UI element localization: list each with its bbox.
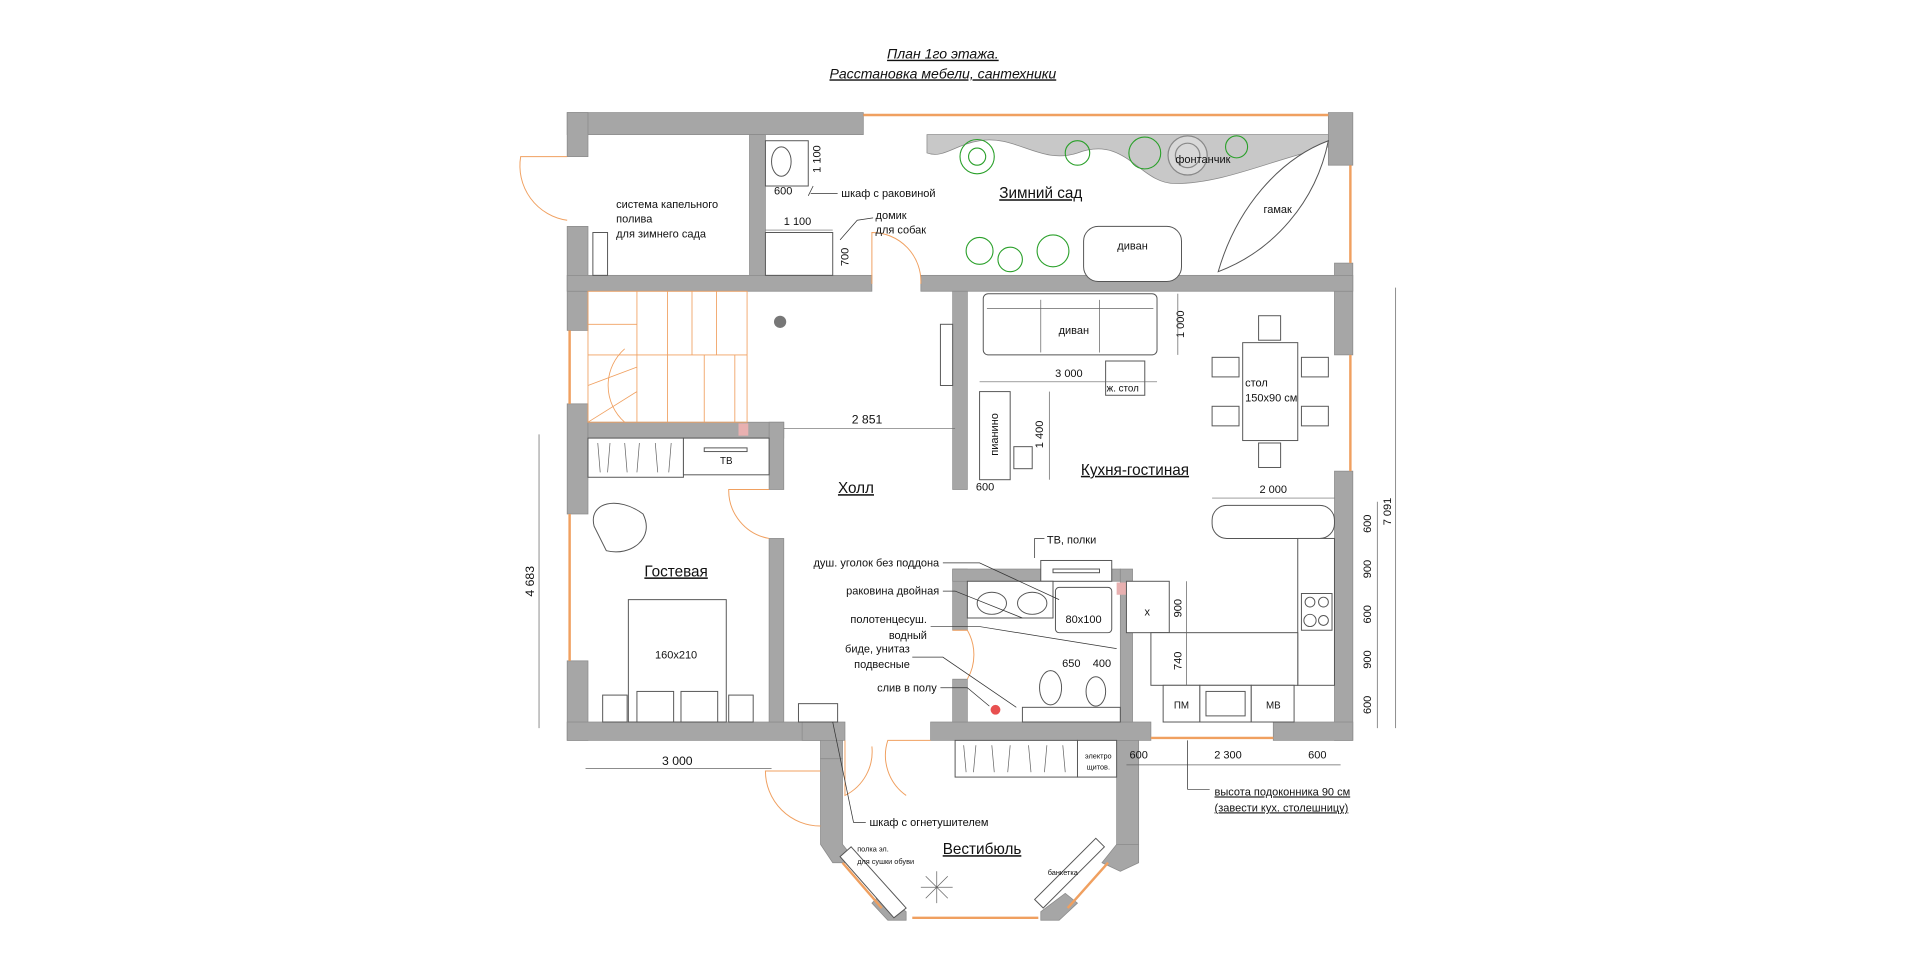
label-extinguisher: шкаф с огнетушителем <box>869 817 988 829</box>
label-table-2: 150x90 см <box>1245 392 1297 404</box>
label-tv-shelves: ТВ, полки <box>1047 534 1096 546</box>
label-drip-1: система капельного <box>616 199 718 211</box>
room-kitchen-living: Кухня-гостиная <box>1081 462 1189 479</box>
dim-kitchen-total: 7 091 <box>1382 498 1394 526</box>
label-sofa-garden: диван <box>1117 241 1147 253</box>
label-shower: душ. уголок без поддона <box>814 558 941 570</box>
dim-k2: 900 <box>1362 560 1374 578</box>
dim-k3: 600 <box>1362 605 1374 623</box>
label-shoe-shelf-1: полка эл. <box>857 845 889 854</box>
label-fountain: фонтанчик <box>1175 154 1230 166</box>
dim-wc: 650 <box>1062 658 1080 670</box>
windows-doors <box>519 113 1352 920</box>
drain-icon <box>990 704 1001 715</box>
bathroom-fixtures <box>797 559 1121 723</box>
dim-k4: 900 <box>1362 650 1374 668</box>
label-towel-1: полотенцесуш. <box>850 614 927 626</box>
label-drain: слив в полу <box>877 682 937 694</box>
dim-k1: 600 <box>1362 515 1374 533</box>
label-piano: пианино <box>989 413 1001 456</box>
dim-win-mid: 2 300 <box>1214 750 1242 762</box>
dim-sink-w: 600 <box>774 186 792 198</box>
label-tv-guest: ТВ <box>720 456 733 467</box>
dim-sofa-len: 3 000 <box>1055 368 1083 380</box>
label-bidet-1: биде, унитаз <box>845 643 910 655</box>
label-panel-1: электро <box>1085 752 1112 761</box>
label-shoe-shelf-2: для сушки обуви <box>857 857 914 866</box>
label-sofa-living: диван <box>1059 325 1089 337</box>
dim-piano-w: 600 <box>976 482 994 494</box>
dim-k5: 600 <box>1362 696 1374 714</box>
room-guest: Гостевая <box>644 563 707 580</box>
label-sink-cabinet: шкаф с раковиной <box>841 188 935 200</box>
label-hammock: гамак <box>1263 204 1292 216</box>
plant-icon <box>790 135 1249 273</box>
dim-counter-h: 740 <box>1172 652 1184 670</box>
label-towel-2: водный <box>889 630 927 642</box>
label-fridge: х <box>1144 607 1150 619</box>
label-drip-2: полива <box>616 214 653 226</box>
room-winter-garden: Зимний сад <box>999 185 1082 202</box>
dim-piano-len: 1 400 <box>1034 421 1046 449</box>
label-sill-2: (завести кух. столешницу) <box>1215 802 1349 814</box>
label-bed: 160x210 <box>655 649 697 661</box>
label-table-1: стол <box>1245 378 1268 390</box>
dim-guest-h: 4 683 <box>523 566 537 597</box>
plan-title: План 1го этажа. <box>887 46 999 62</box>
living-furniture <box>939 293 1335 723</box>
dim-sink-h: 1 100 <box>811 145 823 173</box>
dim-hall-w: 2 851 <box>852 412 883 426</box>
vestibule-furniture <box>839 739 1118 919</box>
label-sill-1: высота подоконника 90 см <box>1215 786 1351 798</box>
room-hall: Холл <box>838 480 874 497</box>
label-bidet-2: подвесные <box>854 659 910 671</box>
label-dog-2: для собак <box>876 225 927 237</box>
dim-dog-h: 700 <box>840 248 852 266</box>
dim-win-r: 600 <box>1308 750 1326 762</box>
dim-dog-w: 1 100 <box>784 216 812 228</box>
plan-subtitle: Расстановка мебели, сантехники <box>829 65 1056 81</box>
dim-win-l: 600 <box>1129 750 1147 762</box>
label-microwave: МВ <box>1266 701 1281 712</box>
dim-bidet: 400 <box>1093 658 1111 670</box>
label-dog-1: домик <box>876 210 907 222</box>
guest-furniture <box>587 437 770 723</box>
dim-sofa-depth: 1 000 <box>1175 311 1187 339</box>
label-bench: банкетка <box>1048 868 1079 877</box>
label-drip-3: для зимнего сада <box>616 228 707 240</box>
dim-island: 2 000 <box>1260 484 1288 496</box>
label-coffee-table: ж. стол <box>1107 384 1139 395</box>
dim-guest-w: 3 000 <box>662 754 693 768</box>
walls <box>566 112 1354 921</box>
staircase <box>587 290 787 423</box>
label-double-sink: раковина двойная <box>846 586 939 598</box>
winter-garden-furniture <box>592 134 1330 282</box>
room-vestibule: Вестибюль <box>943 841 1022 858</box>
label-panel-2: щитов. <box>1087 763 1110 772</box>
column-icon <box>773 315 787 328</box>
label-shower-size: 80x100 <box>1066 614 1102 626</box>
dim-fridge-h: 900 <box>1172 599 1184 617</box>
label-dishwasher: ПМ <box>1174 701 1189 712</box>
